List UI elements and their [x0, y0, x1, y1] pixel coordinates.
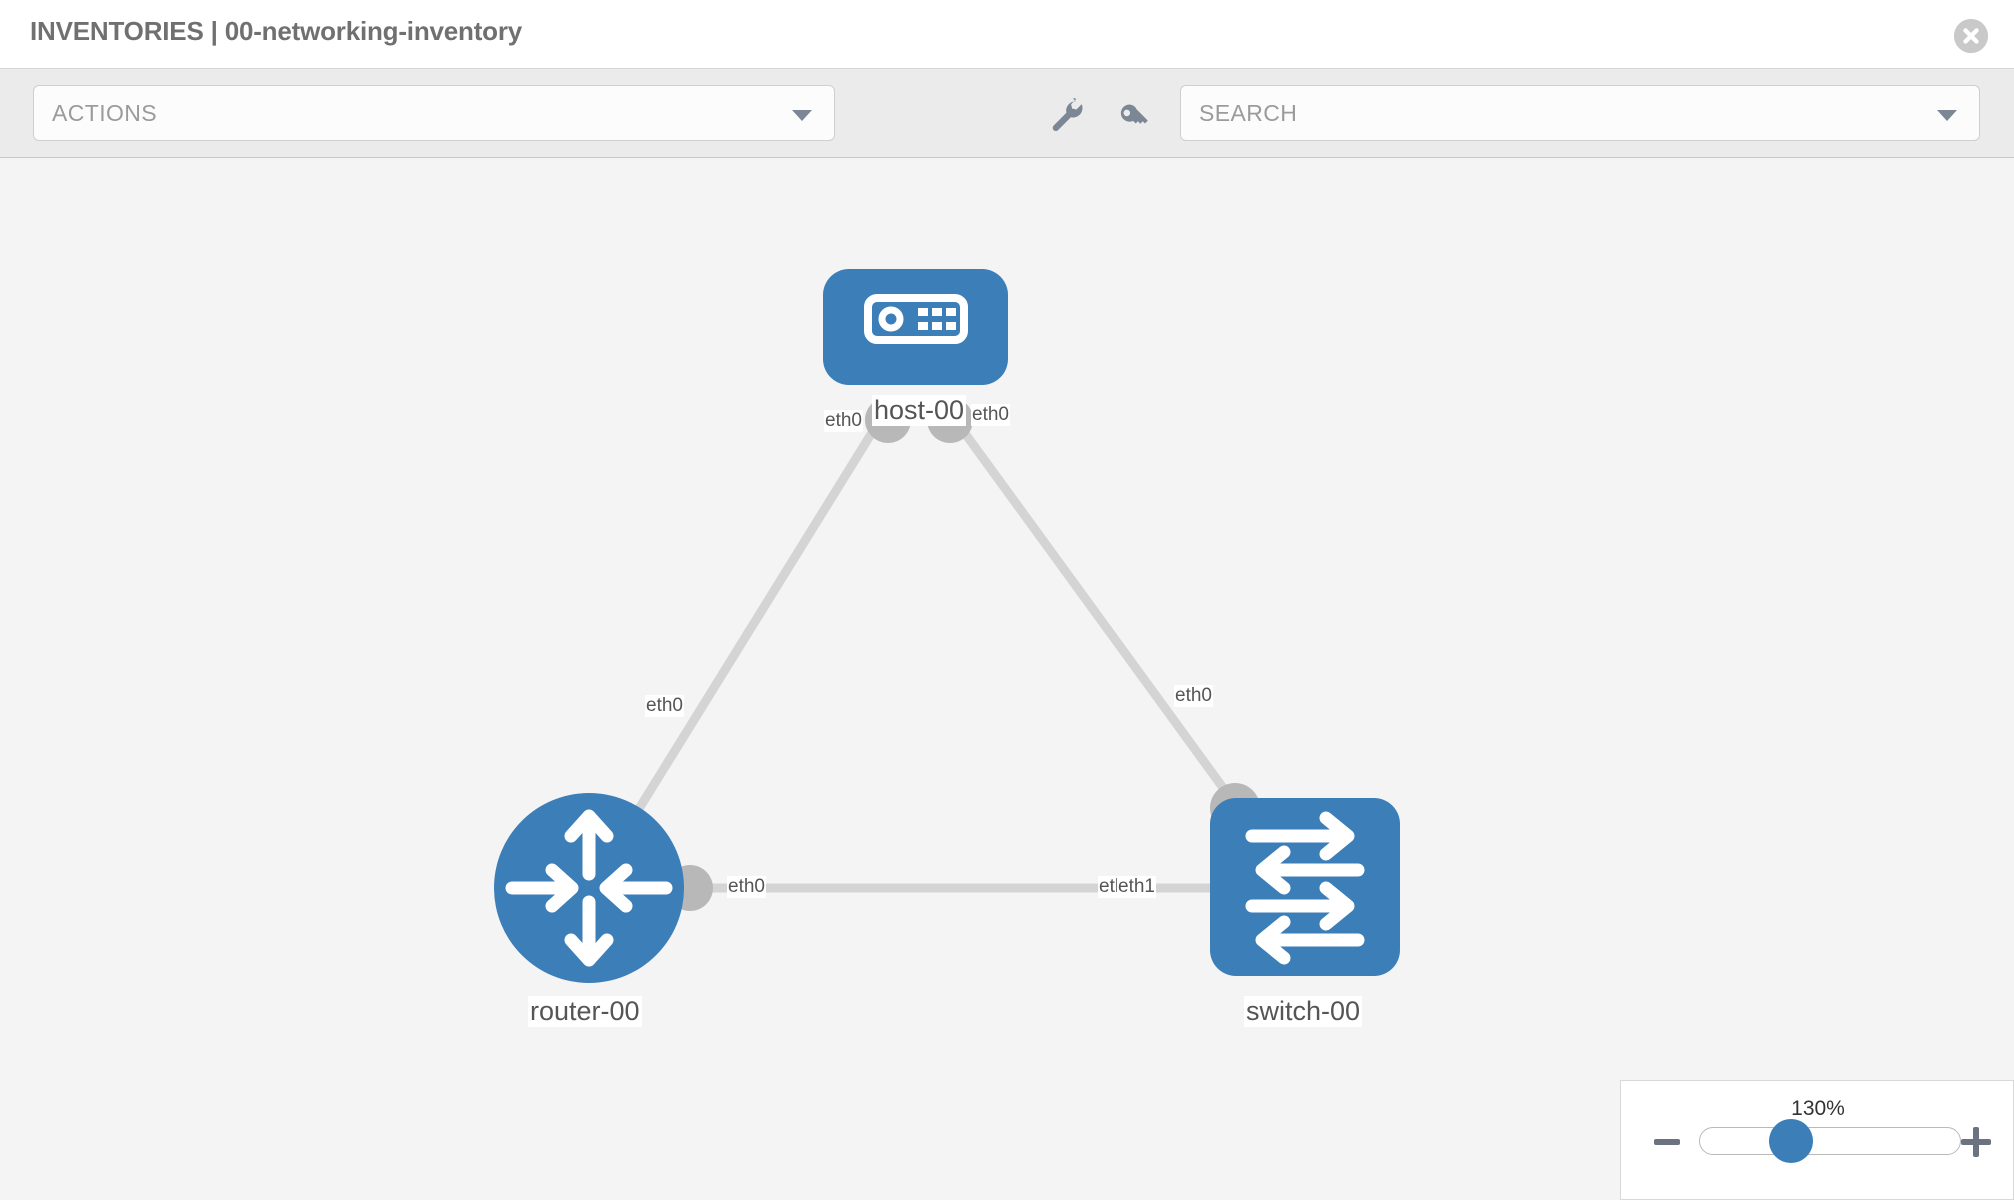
iface-label: eth0	[971, 404, 1010, 426]
topology-node-host-00	[823, 269, 1008, 385]
chevron-down-icon	[792, 110, 812, 121]
key-icon[interactable]	[1115, 95, 1155, 135]
wrench-icon[interactable]	[1046, 95, 1086, 135]
page-title: INVENTORIES | 00-networking-inventory	[30, 16, 523, 46]
search-input[interactable]: SEARCH	[1180, 85, 1980, 141]
topology-node-router-00	[494, 793, 684, 983]
toolbar: ACTIONS SEARCH	[0, 68, 2014, 158]
zoom-slider-track[interactable]	[1699, 1127, 1961, 1155]
zoom-slider-thumb[interactable]	[1769, 1119, 1813, 1163]
actions-dropdown-label: ACTIONS	[52, 100, 158, 126]
zoom-percent-label: 130%	[1791, 1097, 1845, 1120]
minus-icon[interactable]	[1654, 1139, 1680, 1145]
iface-label: eth1	[1117, 876, 1156, 898]
page-header: INVENTORIES | 00-networking-inventory	[0, 0, 2014, 68]
node-label-router-00: router-00	[528, 996, 642, 1027]
chevron-down-icon[interactable]	[1937, 110, 1957, 121]
search-placeholder: SEARCH	[1199, 100, 1298, 126]
iface-label: eth0	[645, 695, 684, 717]
iface-label: eth0	[1174, 685, 1213, 707]
node-label-switch-00: switch-00	[1244, 996, 1363, 1027]
plus-icon[interactable]	[1961, 1127, 1991, 1157]
node-label-host-00: host-00	[872, 395, 967, 426]
topology-connectors	[667, 397, 1260, 911]
actions-dropdown[interactable]: ACTIONS	[33, 85, 835, 141]
topology-node-switch-00	[1210, 798, 1400, 976]
zoom-control-panel: 130%	[1620, 1080, 2014, 1200]
close-icon[interactable]	[1954, 19, 1988, 53]
topology-canvas[interactable]: host-00 router-00 switch-00 eth0 eth0 et…	[0, 158, 2014, 1200]
topology-links	[615, 407, 1249, 893]
iface-label: eth0	[727, 876, 766, 898]
iface-label: eth0	[824, 410, 863, 432]
